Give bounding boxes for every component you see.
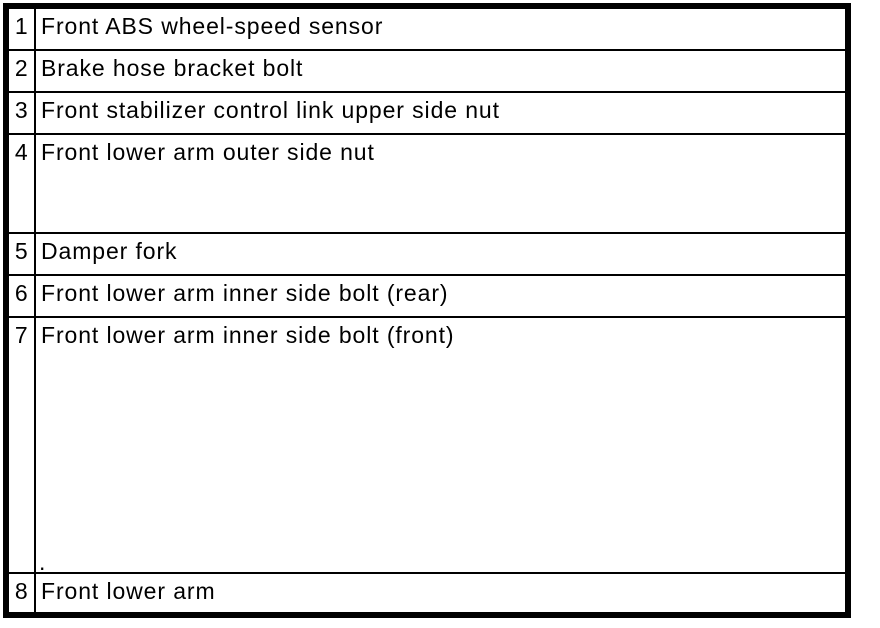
row-number: 2: [9, 51, 36, 91]
row-label: Front stabilizer control link upper side…: [41, 97, 500, 123]
row-number: 4: [9, 135, 36, 232]
table-row: 8 Front lower arm: [9, 574, 845, 612]
row-number: 7: [9, 318, 36, 572]
row-number: 8: [9, 574, 36, 612]
table-row: 7 Front lower arm inner side bolt (front…: [9, 318, 845, 574]
table-row: 6 Front lower arm inner side bolt (rear): [9, 276, 845, 318]
row-number: 3: [9, 93, 36, 133]
row-label: Damper fork: [41, 238, 178, 264]
row-label: Front ABS wheel-speed sensor: [41, 13, 384, 39]
row-label: Front lower arm inner side bolt (front): [41, 322, 455, 348]
row-label: Front lower arm: [41, 578, 216, 604]
parts-legend-table: 1 Front ABS wheel-speed sensor 2 Brake h…: [3, 3, 851, 618]
row-label: Front lower arm inner side bolt (rear): [41, 280, 449, 306]
row-label: Brake hose bracket bolt: [41, 55, 304, 81]
row-number: 1: [9, 9, 36, 49]
row-label: Front lower arm outer side nut: [41, 139, 375, 165]
table-row: 2 Brake hose bracket bolt: [9, 51, 845, 93]
table-row: 1 Front ABS wheel-speed sensor: [9, 9, 845, 51]
table-row: 3 Front stabilizer control link upper si…: [9, 93, 845, 135]
table-row: 4 Front lower arm outer side nut: [9, 135, 845, 234]
table-row: 5 Damper fork: [9, 234, 845, 276]
row-number: 5: [9, 234, 36, 274]
stray-dot-artifact: .: [39, 549, 46, 575]
row-number: 6: [9, 276, 36, 316]
